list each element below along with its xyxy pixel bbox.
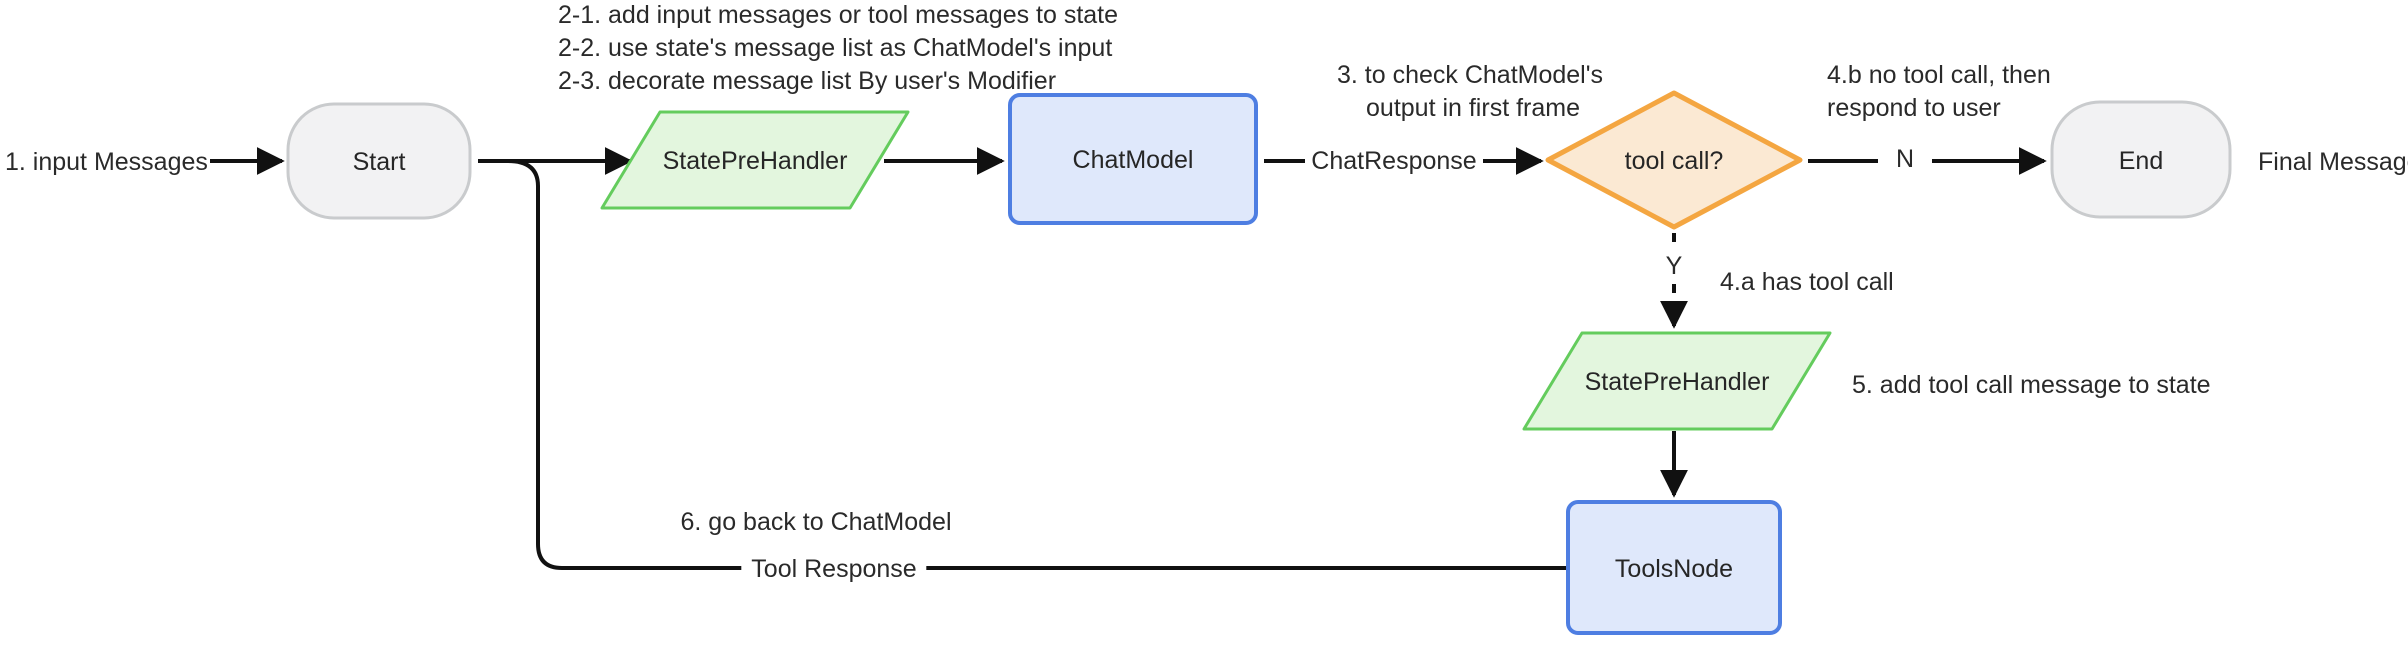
edge-label-y: Y	[1655, 249, 1693, 283]
edge-label-n: N	[1895, 145, 1915, 173]
node-stateprehandler-bottom-shape	[1522, 331, 1832, 431]
annotation-final-message: Final Message	[2258, 148, 2408, 176]
annotation-step4a: 4.a has tool call	[1720, 268, 1894, 296]
node-chatmodel-shape	[1008, 93, 1258, 225]
node-start-label: Start	[352, 148, 406, 176]
annotation-step3-line2: output in first frame	[1366, 94, 1580, 122]
annotation-step2-line1: 2-1. add input messages or tool messages…	[558, 1, 1119, 29]
annotation-step3-line1: 3. to check ChatModel's	[1336, 61, 1604, 89]
node-end-label: End	[2118, 147, 2164, 175]
node-chatmodel-label: ChatModel	[1072, 146, 1194, 174]
node-tool-call-decision-shape	[1545, 90, 1803, 230]
node-start-shape	[286, 102, 472, 220]
node-stateprehandler-bottom-label: StatePreHandler	[1584, 368, 1770, 396]
annotation-step2-line3: 2-3. decorate message list By user's Mod…	[558, 67, 1057, 95]
annotation-step6: 6. go back to ChatModel	[680, 508, 952, 536]
node-tool-call-decision-label: tool call?	[1624, 147, 1724, 175]
edge-toolsnode-return-loop	[507, 159, 1568, 570]
annotation-step4b-line1: 4.b no tool call, then	[1827, 61, 2051, 89]
node-toolsnode-label: ToolsNode	[1614, 555, 1734, 583]
node-stateprehandler-top-label: StatePreHandler	[662, 147, 848, 175]
node-end-shape	[2050, 100, 2232, 219]
annotation-step2-line2: 2-2. use state's message list as ChatMod…	[558, 34, 1113, 62]
node-toolsnode-shape	[1566, 500, 1782, 635]
annotation-step4b-line2: respond to user	[1827, 94, 2001, 122]
annotation-step1: 1. input Messages	[5, 148, 208, 176]
annotation-step5: 5. add tool call message to state	[1852, 371, 2211, 399]
edge-label-tool-response: Tool Response	[741, 552, 927, 586]
node-stateprehandler-top-shape	[600, 110, 910, 210]
edge-label-chatresponse: ChatResponse	[1311, 147, 1477, 175]
